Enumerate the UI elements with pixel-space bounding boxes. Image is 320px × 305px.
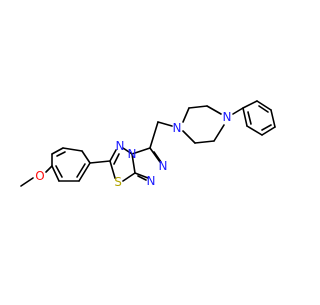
structure-svg: O N S N N N N N	[0, 0, 300, 300]
bond	[62, 147, 83, 152]
bond	[261, 126, 276, 136]
bond	[242, 100, 258, 109]
atom-labels: O N S N N N N N	[35, 110, 231, 189]
bond	[56, 151, 66, 157]
bond	[76, 163, 86, 178]
bond	[246, 125, 263, 136]
sulfur-label: S	[114, 175, 122, 189]
triazole-nitrogen-label: N	[159, 159, 168, 173]
bond	[149, 147, 161, 163]
bond	[182, 130, 196, 144]
piperazine-nitrogen-label: N	[173, 121, 182, 135]
bond	[51, 147, 64, 155]
bond	[270, 109, 276, 128]
bond	[122, 172, 136, 182]
bond	[137, 175, 147, 181]
bond	[261, 124, 272, 131]
piperazine-nitrogen-label: N	[223, 110, 232, 124]
background	[0, 0, 300, 300]
bond	[188, 105, 208, 109]
bond	[55, 165, 63, 178]
bond	[206, 105, 222, 115]
bond	[149, 121, 159, 149]
bond	[78, 162, 91, 182]
bond	[182, 107, 190, 123]
bonds	[20, 100, 276, 187]
bond	[247, 111, 252, 125]
bond	[113, 153, 120, 165]
bond	[45, 165, 53, 173]
bond	[256, 100, 272, 111]
bond	[258, 105, 269, 113]
bond	[157, 121, 173, 127]
bond	[134, 172, 149, 179]
bond	[194, 140, 215, 144]
bond	[20, 177, 34, 187]
bond	[89, 160, 111, 164]
bond	[81, 150, 91, 164]
bond	[232, 107, 244, 115]
bond	[153, 151, 162, 163]
molecule-diagram: O N S N N N N N	[0, 0, 300, 300]
bond	[131, 153, 136, 174]
bond	[109, 149, 117, 162]
bond	[122, 147, 133, 155]
bond	[213, 124, 225, 142]
bond	[242, 107, 248, 127]
oxygen-label: O	[35, 169, 44, 183]
bond	[109, 160, 116, 179]
bond	[51, 165, 60, 182]
thiadiazole-nitrogen-label: N	[116, 139, 125, 153]
triazole-nitrogen-label: N	[147, 174, 156, 188]
bridgehead-nitrogen-label: N	[128, 147, 137, 161]
bond	[131, 147, 151, 155]
